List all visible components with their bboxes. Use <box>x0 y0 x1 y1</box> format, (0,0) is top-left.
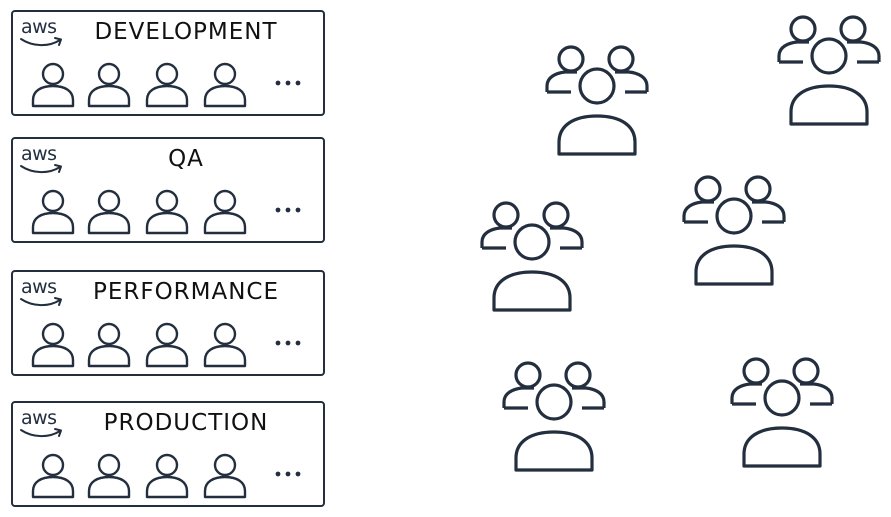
aws-logo-text: aws <box>21 16 57 38</box>
aws-smile-icon <box>20 164 62 174</box>
user-icon <box>29 320 77 368</box>
user-group-icon <box>680 172 800 292</box>
user-icon <box>85 451 133 499</box>
aws-logo-text: aws <box>21 143 57 165</box>
aws-logo: aws <box>19 276 71 311</box>
environment-title: QA <box>168 146 204 172</box>
user-icon <box>85 320 133 368</box>
environment-title: PERFORMANCE <box>92 279 280 305</box>
environment-box: aws PRODUCTION <box>11 401 325 507</box>
ellipsis-icon <box>275 340 301 346</box>
user-row <box>33 187 323 235</box>
aws-smile-icon <box>20 428 62 438</box>
environment-title: DEVELOPMENT <box>94 19 278 45</box>
environment-box: aws DEVELOPMENT <box>11 10 325 116</box>
ellipsis-icon <box>275 80 301 86</box>
aws-logo: aws <box>19 407 71 442</box>
user-group-icon <box>478 198 598 318</box>
user-icon <box>201 187 249 235</box>
user-icon <box>85 60 133 108</box>
user-icon <box>143 320 191 368</box>
user-row <box>33 451 323 499</box>
aws-smile-icon <box>20 297 62 307</box>
user-group-icon <box>543 42 663 162</box>
aws-logo-text: aws <box>21 276 57 298</box>
user-icon <box>29 187 77 235</box>
user-icon <box>29 60 77 108</box>
user-row <box>33 320 323 368</box>
user-group-icon <box>775 12 891 132</box>
aws-logo-text: aws <box>21 407 57 429</box>
environment-title: PRODUCTION <box>103 410 269 436</box>
user-group-icon <box>500 358 620 478</box>
user-icon <box>143 451 191 499</box>
aws-logo: aws <box>19 16 71 51</box>
aws-smile-icon <box>20 37 62 47</box>
environment-box: aws QA <box>11 137 325 243</box>
aws-logo: aws <box>19 143 71 178</box>
ellipsis-icon <box>275 471 301 477</box>
ellipsis-icon <box>275 207 301 213</box>
user-icon <box>143 60 191 108</box>
user-icon <box>143 187 191 235</box>
user-icon <box>201 60 249 108</box>
user-icon <box>29 451 77 499</box>
environment-box: aws PERFORMANCE <box>11 270 325 376</box>
user-icon <box>85 187 133 235</box>
user-group-icon <box>728 354 848 474</box>
user-row <box>33 60 323 108</box>
user-icon <box>201 320 249 368</box>
user-icon <box>201 451 249 499</box>
